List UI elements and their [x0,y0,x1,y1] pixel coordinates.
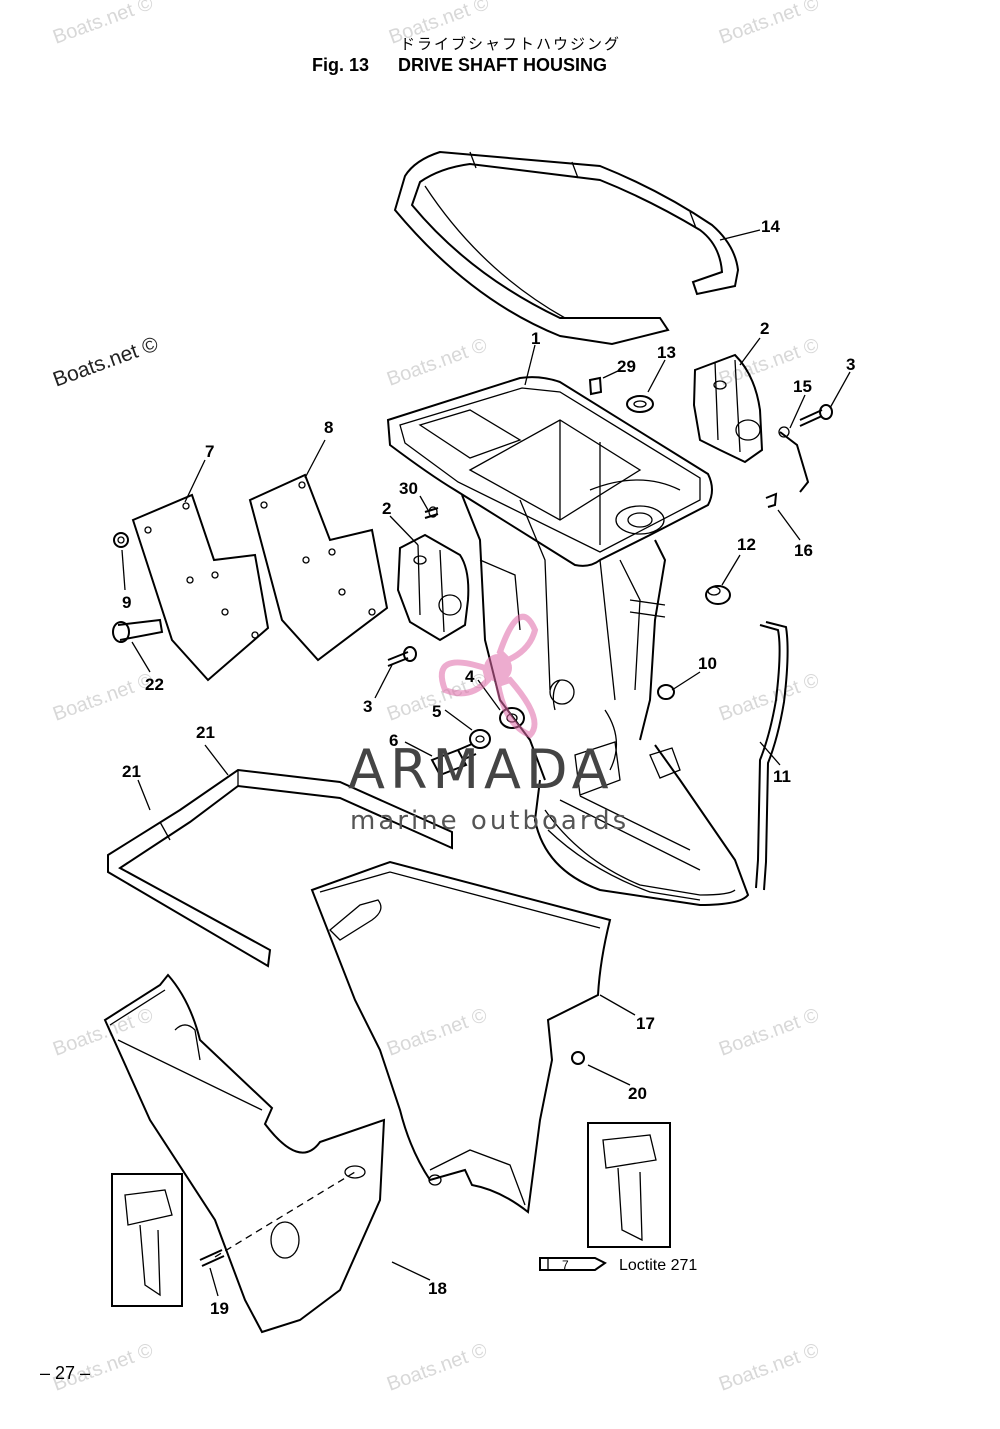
lower-cover-left-part [103,973,386,1334]
callout-3-left: 3 [363,697,373,716]
brand-tagline: marine outboards [350,806,630,836]
shift-rod-part [755,621,789,891]
callout-14: 14 [761,217,780,236]
callout-29: 29 [617,357,636,376]
callout-19: 19 [210,1299,229,1318]
callout-15: 15 [793,377,812,396]
figure-number: Fig. 13 [312,55,370,75]
callout-9: 9 [122,593,132,612]
loctite-label: Loctite 271 [619,1257,698,1274]
apron-seal-part [107,768,453,968]
callout-21: 21 [196,723,215,742]
callout-21-lower: 21 [122,762,141,781]
callout-18: 18 [428,1279,447,1298]
figure-title: DRIVE SHAFT HOUSING [398,55,608,75]
callout-30: 30 [399,479,418,498]
mount-bracket-part [396,533,470,642]
callout-6: 6 [389,731,399,750]
loctite-tube-number: 7 [562,1258,569,1272]
drive-shaft-housing-part [386,376,750,907]
callout-leader-lines [121,229,851,1297]
callout-17: 17 [636,1014,655,1033]
outboard-thumbnail-left [111,1173,183,1307]
seal-ring-part [393,150,740,346]
propeller-logo-icon [438,613,539,739]
callout-16: 16 [794,541,813,560]
bolt-parts [387,404,833,667]
lower-cover-right-part [310,860,612,1214]
callout-3: 3 [846,355,856,374]
callout-2: 2 [760,319,770,338]
loctite-tube-icon [539,1257,607,1271]
small-fitting-parts [588,376,731,700]
callout-5: 5 [432,702,442,721]
callout-11: 11 [773,767,791,786]
nut-and-stud-parts [112,532,164,643]
callout-1: 1 [531,329,541,348]
figure-title-japanese: ドライブシャフトハウジング [400,35,622,53]
callout-22: 22 [145,675,164,694]
outboard-thumbnail-right [587,1122,671,1248]
gasket-plate-part [131,473,389,682]
brand-name: ARMADA [348,738,614,801]
callout-4: 4 [465,667,475,686]
callout-13: 13 [657,343,676,362]
mount-bracket-part [692,353,764,464]
callout-12: 12 [737,535,756,554]
link-rod-part [765,426,810,508]
page-number: – 27 – [40,1363,91,1383]
callout-2-left: 2 [382,499,392,518]
callout-8: 8 [324,418,334,437]
callout-20: 20 [628,1084,647,1103]
callout-10: 10 [698,654,717,673]
callout-7: 7 [205,442,215,461]
